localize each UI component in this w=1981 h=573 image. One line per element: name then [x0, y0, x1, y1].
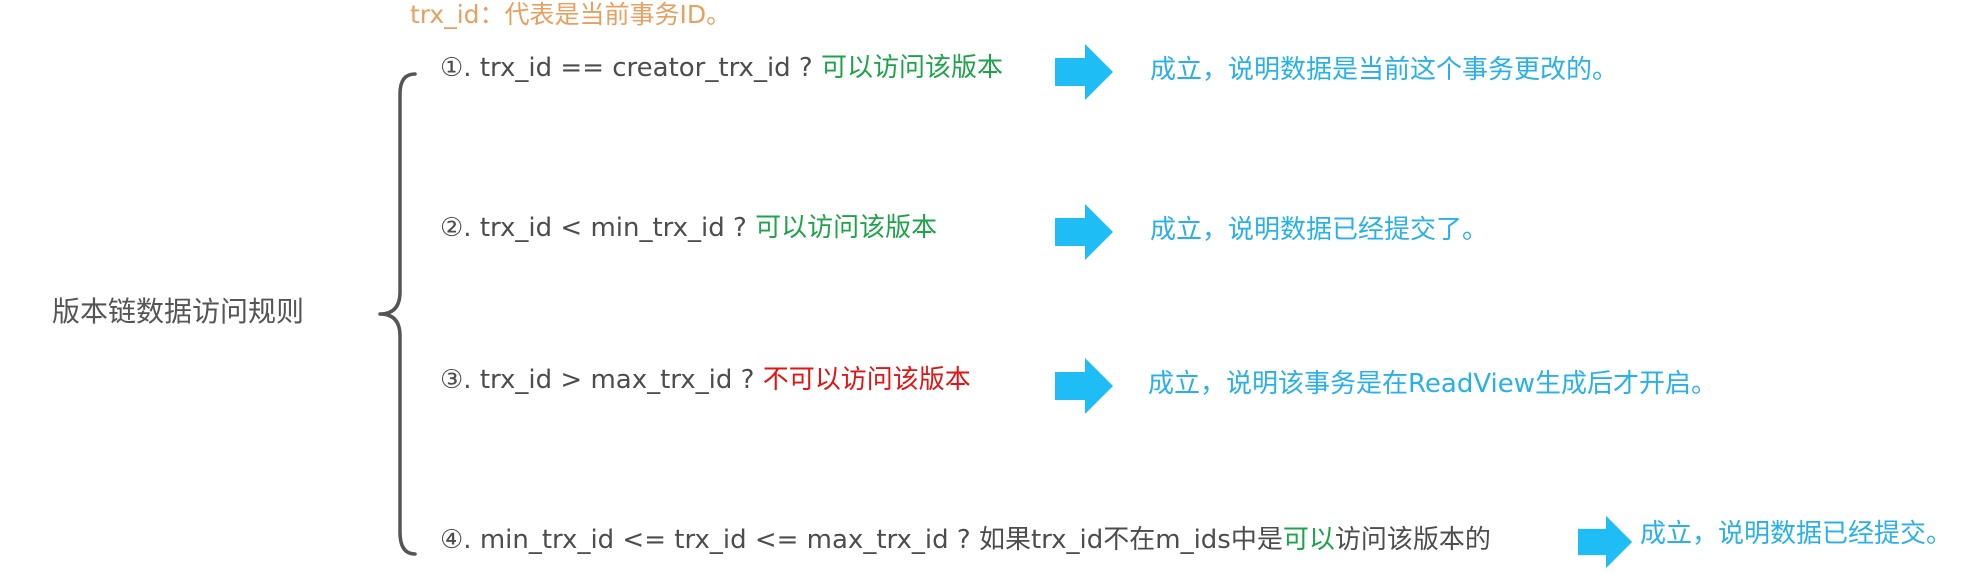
root-label: 版本链数据访问规则 [52, 295, 305, 328]
rule-4-tail: 访问该版本的 [1334, 525, 1491, 555]
rule-4: ④. min_trx_id <= trx_id <= max_trx_id ? … [440, 522, 1491, 558]
rule-2-arrow-icon [1055, 204, 1113, 260]
rule-4-condition: ④. min_trx_id <= trx_id <= max_trx_id ? … [440, 525, 1283, 555]
rule-1: ①. trx_id == creator_trx_id ? 可以访问该版本 [440, 50, 1003, 86]
rule-3-condition: ③. trx_id > max_trx_id ? [440, 365, 755, 395]
rule-2-condition: ②. trx_id < min_trx_id ? [440, 213, 747, 243]
rule-4-verdict: 可以 [1282, 525, 1335, 555]
rule-3-arrow-icon [1055, 358, 1113, 414]
rule-2: ②. trx_id < min_trx_id ? 可以访问该版本 [440, 210, 937, 246]
rule-3: ③. trx_id > max_trx_id ? 不可以访问该版本 [440, 362, 971, 398]
rule-3-result: 成立，说明该事务是在ReadView生成后才开启。 [1148, 369, 1718, 399]
trx-id-note: trx_id：代表是当前事务ID。 [410, 0, 732, 29]
rule-3-verdict: 不可以访问该版本 [762, 365, 971, 395]
rule-1-verdict: 可以访问该版本 [821, 53, 1004, 83]
rule-2-verdict: 可以访问该版本 [755, 213, 938, 243]
curly-brace [378, 72, 417, 556]
rule-4-arrow-icon [1578, 515, 1633, 569]
rule-1-condition: ①. trx_id == creator_trx_id ? [440, 53, 813, 83]
rule-1-arrow-icon [1055, 44, 1113, 100]
rule-2-result: 成立，说明数据已经提交了。 [1150, 215, 1489, 245]
rule-4-result: 成立，说明数据已经提交。 [1640, 519, 1953, 549]
rule-1-result: 成立，说明数据是当前这个事务更改的。 [1150, 55, 1619, 85]
